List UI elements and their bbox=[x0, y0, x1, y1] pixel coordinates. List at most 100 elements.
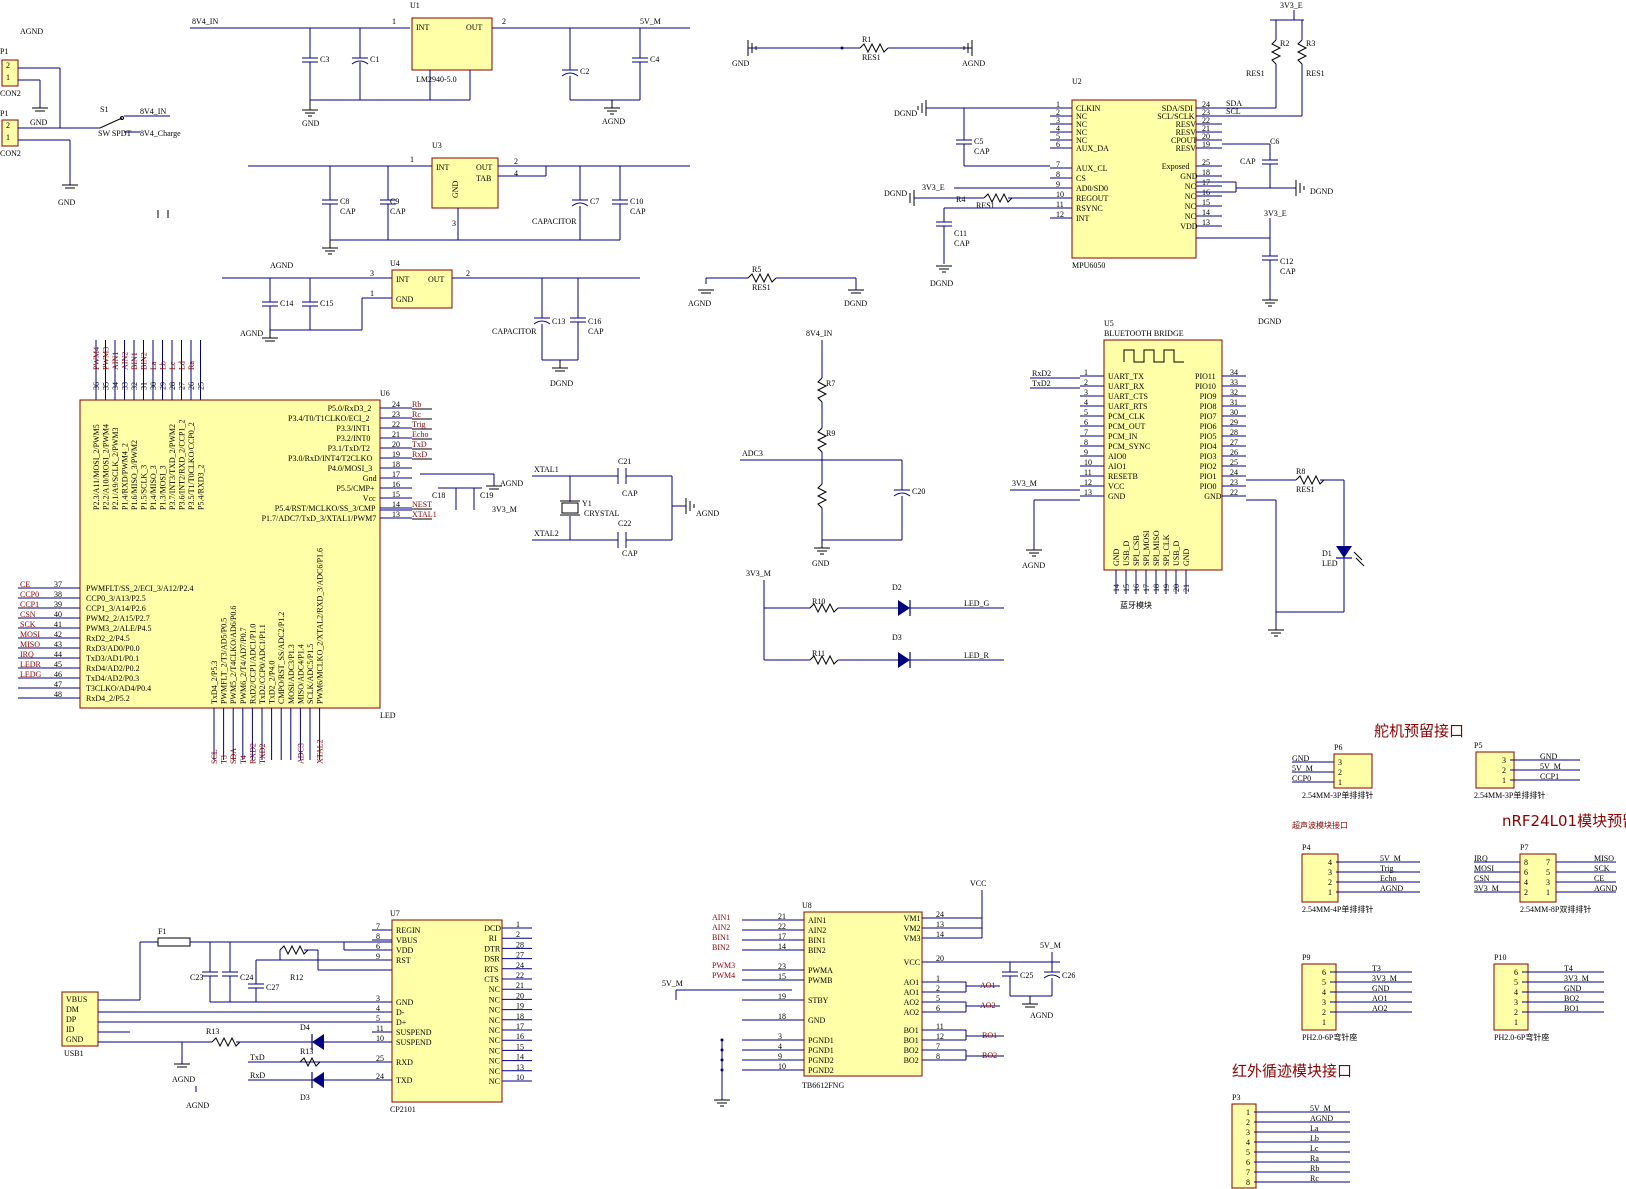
svg-text:U2: U2 bbox=[1072, 77, 1082, 86]
pin-number: 15 bbox=[392, 490, 400, 499]
pin-name: PIO4 bbox=[1200, 442, 1217, 451]
pin-number: 2 bbox=[1502, 766, 1506, 775]
svg-text:AGND: AGND bbox=[20, 27, 43, 36]
svg-text:DGND: DGND bbox=[930, 279, 953, 288]
net-label: CCP1 bbox=[20, 600, 39, 609]
pin-number: 1 bbox=[1338, 778, 1342, 787]
pin-name: NC bbox=[1076, 128, 1087, 137]
pin-number: 28 bbox=[516, 940, 524, 949]
u1-chip bbox=[411, 17, 493, 71]
net-label: SCL bbox=[210, 749, 219, 764]
svg-text:RxD2: RxD2 bbox=[1032, 369, 1051, 378]
svg-text:2.54MM-8P双排排针: 2.54MM-8P双排排针 bbox=[1520, 904, 1591, 914]
svg-text:C10: C10 bbox=[630, 197, 643, 206]
svg-text:DGND: DGND bbox=[1310, 187, 1333, 196]
pin-number: 2 bbox=[936, 984, 940, 993]
net-label: SCK bbox=[1594, 864, 1610, 873]
pin-name: MISO/ADC4/P1.4 bbox=[296, 644, 305, 704]
pin-number: 37 bbox=[54, 580, 62, 589]
pin-number: 20 bbox=[1202, 132, 1210, 141]
pin-name: NC bbox=[1185, 202, 1196, 211]
pin-name: SPI_MISO bbox=[1152, 530, 1161, 566]
pin-number: 14 bbox=[1112, 584, 1121, 592]
net-label: GND bbox=[1540, 752, 1558, 761]
pin-name: MOSI/ADC3/P1.3 bbox=[287, 644, 296, 704]
pin-number: 3 bbox=[376, 994, 380, 1003]
pin-number: 2 bbox=[1056, 108, 1060, 117]
net-label: Echo bbox=[1380, 874, 1396, 883]
p4-header bbox=[1301, 853, 1339, 903]
svg-text:P4: P4 bbox=[1302, 843, 1310, 852]
pin-number: 24 bbox=[1230, 468, 1238, 477]
pin-number: 18 bbox=[778, 1012, 786, 1021]
pin-number: 10 bbox=[1056, 190, 1064, 199]
pin-name: P2.2/A10/MOSI_2/PWM4 bbox=[102, 424, 111, 510]
pin-name: Exposed bbox=[1162, 162, 1190, 171]
u2-chip bbox=[1071, 99, 1197, 259]
pin-number: 2 bbox=[1328, 878, 1332, 887]
svg-text:RES1: RES1 bbox=[1306, 69, 1325, 78]
svg-text:P1: P1 bbox=[0, 47, 8, 56]
svg-text:DGND: DGND bbox=[1258, 317, 1281, 326]
net-label: BIN2 bbox=[140, 352, 149, 370]
net-label: T3 bbox=[1372, 964, 1381, 973]
pin-name: PWMFLT_2/T3/AD5/P0.5 bbox=[220, 618, 229, 704]
pin-name: REGIN bbox=[396, 926, 421, 935]
svg-text:C19: C19 bbox=[480, 491, 493, 500]
pin-number: 10 bbox=[778, 1062, 786, 1071]
pin-name: P5.4/RST/MCLKO/SS_3/CMP bbox=[275, 504, 376, 513]
svg-text:R2: R2 bbox=[1280, 39, 1289, 48]
svg-text:CAP: CAP bbox=[954, 239, 970, 248]
svg-text:红外循迹模块接口: 红外循迹模块接口 bbox=[1232, 1062, 1352, 1080]
pin-name: UART_CTS bbox=[1108, 392, 1148, 401]
u6-chip bbox=[79, 399, 381, 709]
pin-name: AIO0 bbox=[1108, 452, 1126, 461]
pin-name: PWMA bbox=[808, 966, 833, 975]
pin-number: 21 bbox=[516, 981, 524, 990]
net-label: AO1 bbox=[1372, 994, 1388, 1003]
pin-name: P3.0/RxD/INT4/T2CLKO bbox=[288, 454, 372, 463]
pin-number: 30 bbox=[149, 382, 158, 390]
svg-text:GND: GND bbox=[396, 295, 414, 304]
pin-number: 1 bbox=[1084, 368, 1088, 377]
svg-text:MPU6050: MPU6050 bbox=[1072, 261, 1105, 270]
net-label: T3 bbox=[220, 755, 229, 764]
pin-name: VBUS bbox=[66, 995, 87, 1004]
svg-text:CAP: CAP bbox=[974, 147, 990, 156]
u4-chip bbox=[391, 269, 453, 309]
pin-number: 22 bbox=[516, 971, 524, 980]
pin-name: P3.1/TxD/T2 bbox=[328, 444, 370, 453]
svg-text:C23: C23 bbox=[190, 973, 203, 982]
pin-number: 21 bbox=[392, 430, 400, 439]
pin-name: STBY bbox=[808, 996, 829, 1005]
pin-number: 6 bbox=[1514, 968, 1518, 977]
pin-number: 7 bbox=[1056, 160, 1060, 169]
pin-name: PWMB bbox=[808, 976, 832, 985]
net-label: MOSI bbox=[1474, 864, 1494, 873]
pin-name: RSYNC bbox=[1076, 204, 1103, 213]
svg-text:C18: C18 bbox=[432, 491, 445, 500]
pin-name: P5.5/CMP+ bbox=[336, 484, 375, 493]
pin-number: 17 bbox=[1142, 584, 1151, 592]
svg-text:R1: R1 bbox=[862, 35, 871, 44]
pin-number: 40 bbox=[54, 610, 62, 619]
pin-number: 13 bbox=[392, 510, 400, 519]
svg-text:3V3_E: 3V3_E bbox=[1264, 209, 1287, 218]
pin-name: D- bbox=[396, 1008, 405, 1017]
pin-name: SCL/SCLK bbox=[1157, 112, 1195, 121]
svg-text:U1: U1 bbox=[410, 1, 420, 10]
svg-text:C16: C16 bbox=[588, 317, 601, 326]
pin-name: PWM5_2/T4CLKO/AD6/P0.6 bbox=[229, 606, 238, 704]
svg-text:P1: P1 bbox=[0, 109, 8, 118]
net-label: CSN bbox=[20, 610, 36, 619]
net-label: PWM3 bbox=[102, 347, 111, 370]
pin-name: TxD4/AD2/P0.3 bbox=[86, 674, 139, 683]
pin-name: NC bbox=[489, 1077, 500, 1086]
pin-number: 5 bbox=[936, 994, 940, 1003]
pin-number: 29 bbox=[1230, 418, 1238, 427]
u7-chip bbox=[391, 919, 503, 1103]
svg-text:1: 1 bbox=[370, 289, 374, 298]
svg-text:RES1: RES1 bbox=[976, 201, 995, 210]
